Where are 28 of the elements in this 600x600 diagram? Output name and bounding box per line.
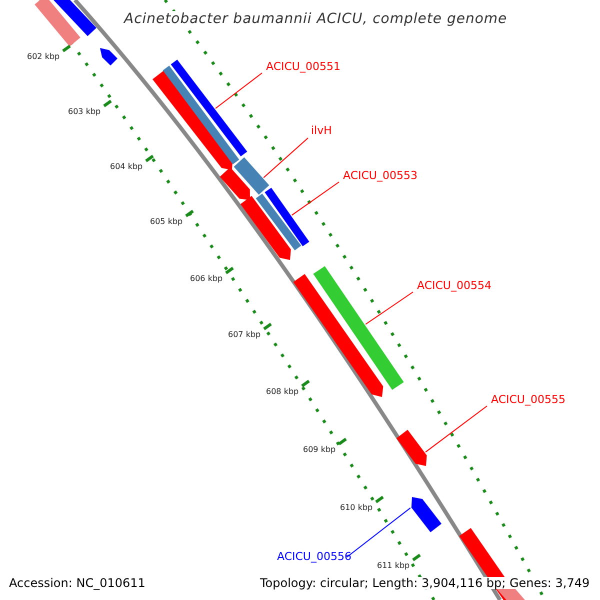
leader-line bbox=[346, 507, 411, 558]
footer-text: Topology: circular; Length: 3,904,116 bp; Genes: 3,749 bbox=[260, 577, 590, 589]
tick-label: 610 kbp bbox=[340, 504, 373, 512]
gene-segment bbox=[411, 497, 442, 532]
gene-label: ACICU_00556 bbox=[277, 551, 352, 562]
tick-label: 607 kbp bbox=[228, 331, 261, 339]
leader-line bbox=[291, 182, 340, 216]
gene-segment bbox=[234, 157, 270, 195]
tick-label: 605 kbp bbox=[150, 218, 183, 226]
gene-label: ACICU_00553 bbox=[343, 170, 418, 181]
gene-segment bbox=[264, 188, 310, 246]
tick-label: 606 kbp bbox=[190, 275, 223, 283]
gene-label: ACICU_00554 bbox=[417, 280, 492, 291]
gene-segment bbox=[170, 60, 248, 156]
tick-label: 609 kbp bbox=[303, 446, 336, 454]
gene-label: ACICU_00555 bbox=[491, 394, 566, 405]
leader-line bbox=[365, 292, 414, 325]
diagram-title: Acinetobacter baumannii ACICU, complete genome bbox=[124, 11, 508, 27]
tick-label: 602 kbp bbox=[27, 53, 60, 61]
gene-label: ilvH bbox=[311, 125, 332, 136]
gene-label: ACICU_00551 bbox=[266, 61, 340, 72]
gene-segment bbox=[396, 430, 427, 466]
gene-segment bbox=[313, 266, 404, 390]
footer-text: Accession: NC_010611 bbox=[9, 577, 146, 589]
leader-line bbox=[263, 138, 308, 178]
leader-line bbox=[215, 72, 262, 109]
leader-line bbox=[425, 406, 488, 453]
tick-label: 603 kbp bbox=[68, 108, 101, 116]
